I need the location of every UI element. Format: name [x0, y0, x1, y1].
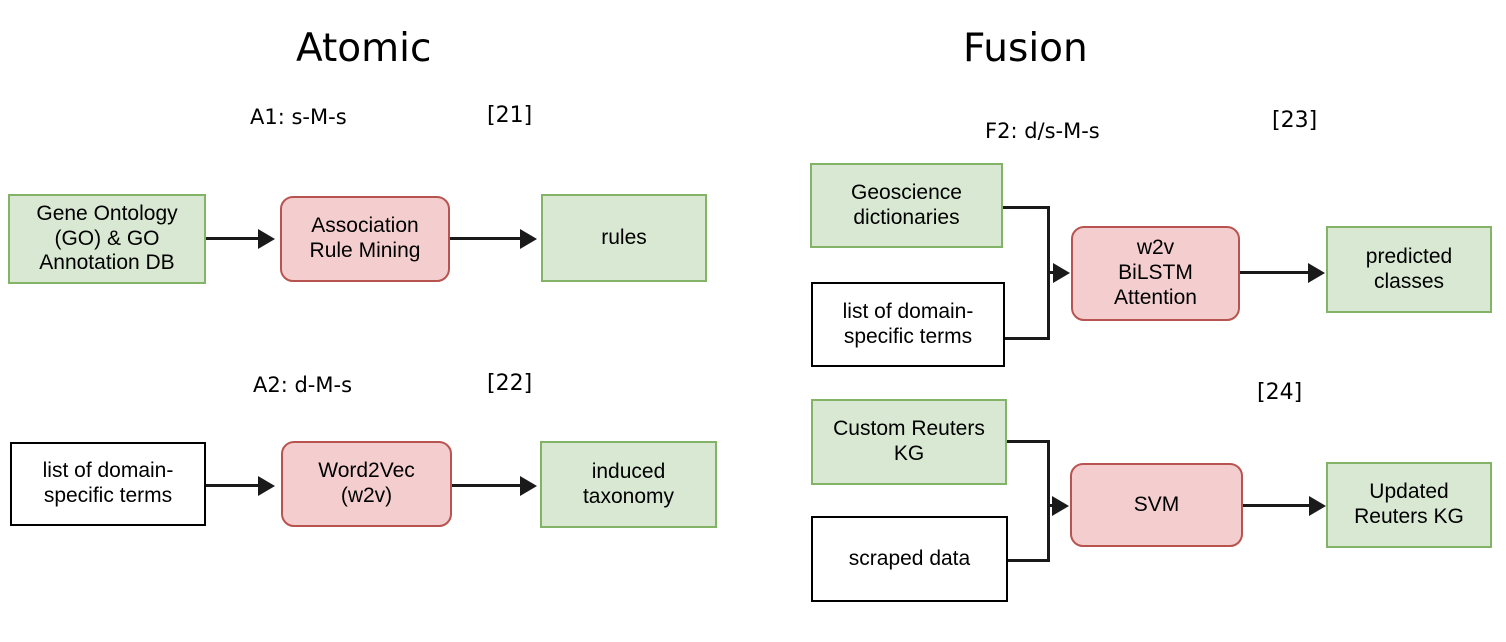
node-f3-input-scraped-data[interactable]: scraped data — [811, 516, 1008, 602]
arrowhead-f3-method — [1052, 496, 1069, 516]
connector-a1-method-to-output — [450, 237, 520, 240]
arrowhead-a2-output — [520, 476, 537, 496]
arrowhead-f2-output — [1308, 263, 1325, 283]
node-f2-input-domain-terms[interactable]: list of domain-specific terms — [811, 282, 1005, 367]
connector-f3-input2-stub — [1008, 559, 1050, 562]
column-title-atomic: Atomic — [296, 26, 432, 71]
connector-a2-method-to-output — [452, 484, 520, 487]
connector-f2-input2-stub — [1005, 337, 1050, 340]
pipeline-label-f2: F2: d/s-M-s — [985, 119, 1100, 143]
connector-f2-method-to-output — [1240, 271, 1308, 274]
column-title-fusion: Fusion — [963, 26, 1088, 71]
pipeline-label-a1: A1: s-M-s — [250, 105, 347, 129]
citation-f2: [23] — [1272, 108, 1318, 133]
node-a2-input-domain-terms[interactable]: list of domain-specific terms — [10, 442, 206, 526]
arrowhead-f2-method — [1053, 263, 1070, 283]
node-a2-method-word2vec[interactable]: Word2Vec(w2v) — [281, 441, 452, 527]
citation-a1: [21] — [487, 103, 533, 128]
connector-a1-input-to-method — [206, 237, 258, 240]
node-f3-method-svm[interactable]: SVM — [1070, 463, 1243, 547]
pipeline-label-a2: A2: d-M-s — [253, 373, 353, 397]
citation-f3: [24] — [1257, 380, 1303, 405]
connector-f3-input1-stub — [1007, 440, 1050, 443]
connector-f3-method-to-output — [1243, 504, 1309, 507]
arrowhead-a1-method — [258, 229, 275, 249]
node-a1-output-rules[interactable]: rules — [541, 194, 707, 282]
arrowhead-f3-output — [1309, 496, 1326, 516]
connector-f3-merge-bus — [1047, 440, 1050, 562]
connector-f2-input1-stub — [1003, 206, 1050, 209]
citation-a2: [22] — [487, 371, 533, 396]
connector-a2-input-to-method — [206, 484, 258, 487]
arrowhead-a1-output — [520, 229, 537, 249]
arrowhead-a2-method — [258, 476, 275, 496]
